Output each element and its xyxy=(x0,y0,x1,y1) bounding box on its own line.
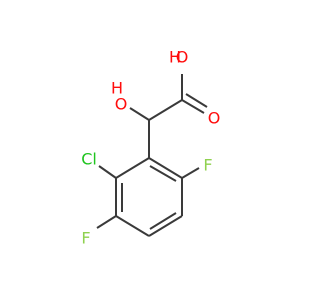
ring-bond-c3-c4 xyxy=(115,215,150,237)
fluorine-top-label: F xyxy=(203,156,212,175)
bond-lines xyxy=(96,74,208,237)
ring-bond-c6-c1 xyxy=(148,157,183,179)
molecule-structure: H O O H O Cl F F xyxy=(81,48,220,248)
bond-ring-fluorine-bottom xyxy=(96,215,117,229)
carbonyl-oxygen-label: O xyxy=(208,109,221,128)
bond-calpha-ccarboxyl xyxy=(148,99,183,121)
chlorine-label: Cl xyxy=(81,150,97,169)
hydroxyl-oxygen-label: O xyxy=(115,95,128,114)
bond-ring-fluorine-top xyxy=(181,167,200,179)
ring-bond-c4-c5 xyxy=(148,215,183,237)
acid-hydrogen-label: H xyxy=(169,48,181,67)
bond-ring-chlorine xyxy=(98,165,117,179)
fluorine-bottom-label: F xyxy=(81,229,90,248)
hydroxyl-hydrogen-label: H xyxy=(111,79,123,98)
bond-ccarboxyl-o-double-a xyxy=(181,99,205,114)
ring-bond-c1-c2 xyxy=(115,157,150,179)
ring-inner-c4-c5 xyxy=(149,212,177,230)
acid-oxygen-label: O xyxy=(176,48,189,67)
bond-calpha-ohydroxyl xyxy=(129,107,150,121)
atom-labels: H O O H O Cl F F xyxy=(81,48,220,248)
ring-inner-c6-c1 xyxy=(149,165,177,182)
bond-ccarboxyl-o-double-b xyxy=(185,93,208,108)
